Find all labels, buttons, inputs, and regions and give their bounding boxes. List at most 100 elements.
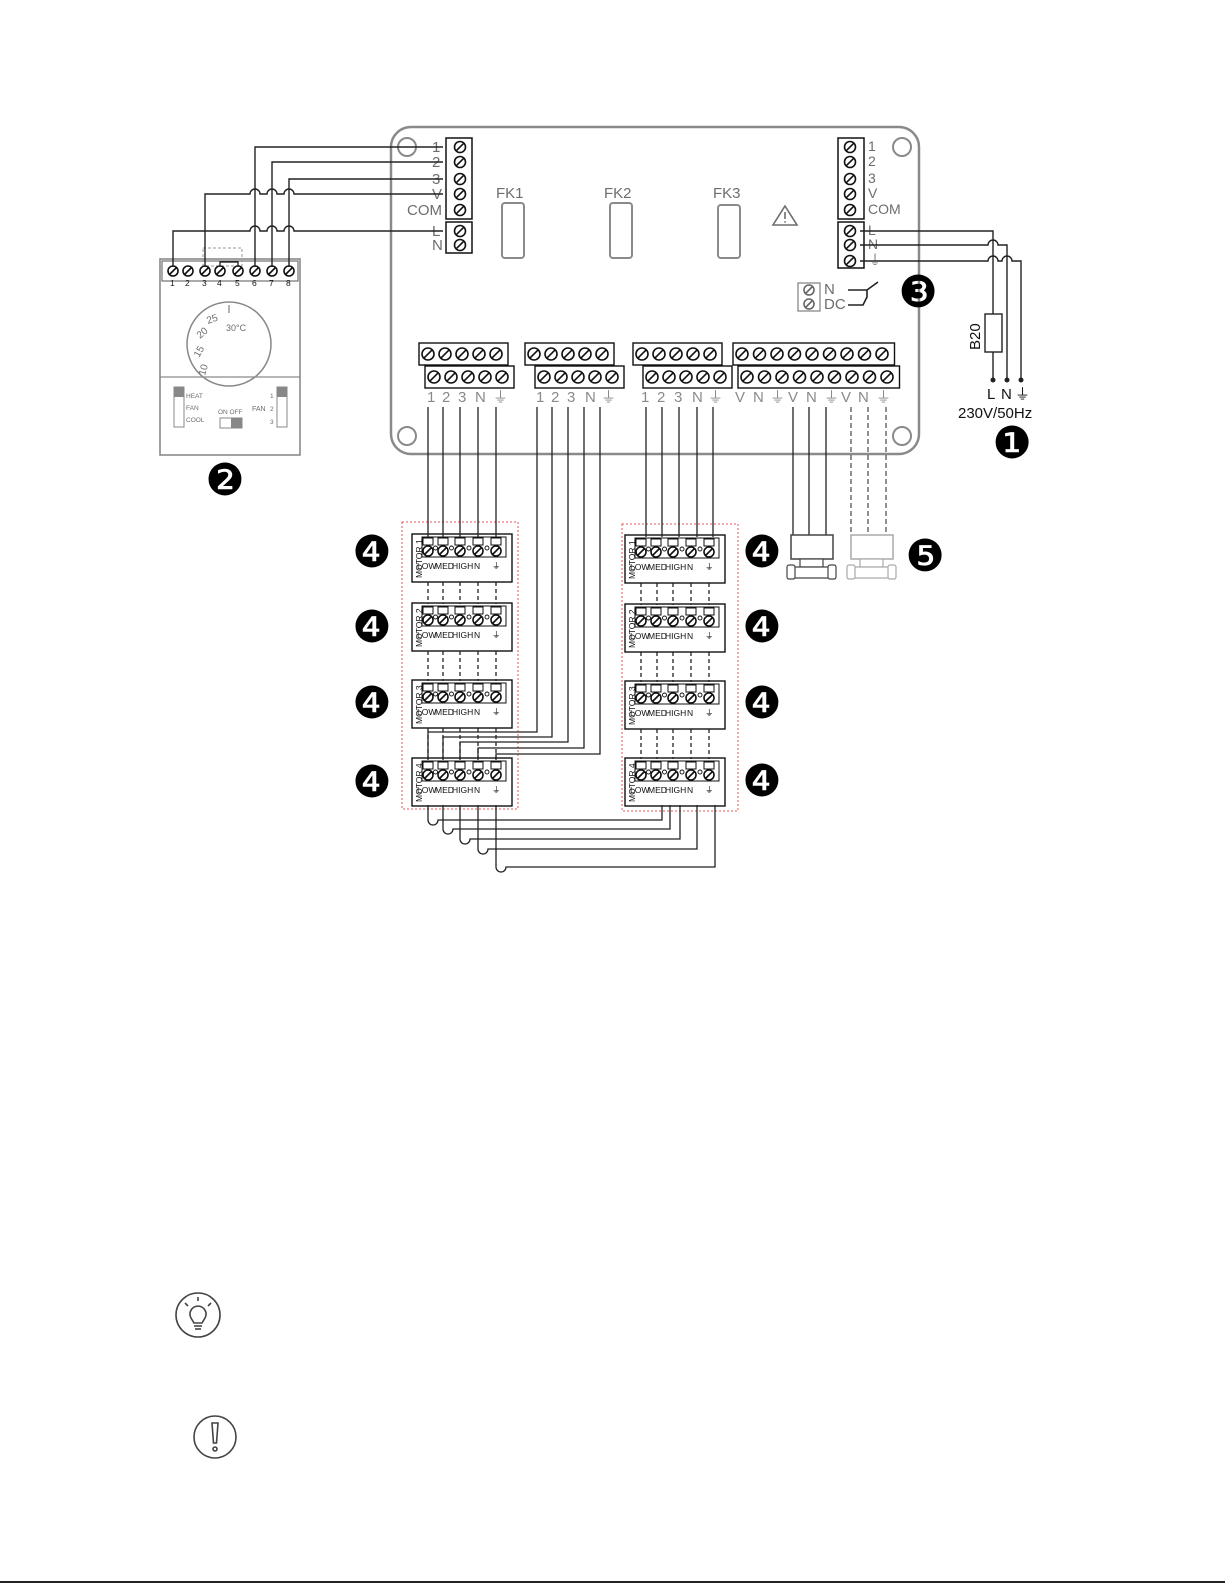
motor-terminal-label: LOW <box>630 562 649 572</box>
motor-link-dot <box>484 691 490 697</box>
relay-fk2-label: FK2 <box>604 185 632 202</box>
lightbulb-tip-icon <box>175 1292 221 1338</box>
thermostat-terminal-label: 8 <box>286 278 291 288</box>
left-terminal-screw <box>453 224 467 238</box>
motor-terminal-label: MED <box>648 562 667 572</box>
thermostat-jumper <box>219 261 239 266</box>
svg-text:2: 2 <box>270 406 274 413</box>
motor-link-dot <box>449 769 454 775</box>
bottom-terminal-label: ⏚ <box>708 389 723 406</box>
svg-text:20: 20 <box>195 325 211 341</box>
wire <box>427 805 663 826</box>
motor-terminal-strip <box>421 605 507 627</box>
motor-screw <box>454 614 466 626</box>
motor-terminal-label: ⏚ <box>492 785 501 795</box>
power-supply-label: 230V/50Hz <box>958 405 1032 422</box>
motor-screw <box>685 769 697 781</box>
motor-terminal-label: ⏚ <box>492 707 501 717</box>
motor-terminal-cap <box>454 683 466 692</box>
motor-terminal-cap <box>437 761 449 770</box>
motor-terminal-label: N <box>687 708 693 718</box>
motor-terminal-cap <box>490 683 502 692</box>
bottom-lower-screw <box>478 370 492 384</box>
motor-terminal-label: ⏚ <box>705 562 714 572</box>
motor-terminal-cap <box>650 684 662 693</box>
motor-terminal-cap <box>422 683 434 692</box>
motor-link-dot <box>449 691 454 697</box>
callout-power: ❶ <box>992 418 1031 469</box>
bottom-lower-screw <box>679 370 693 384</box>
relay-fk3: FK3 <box>713 185 741 259</box>
bottom-terminal-label: ⏚ <box>876 389 891 406</box>
motor-terminal-label: N <box>687 785 693 795</box>
dc-dc-label: DC <box>824 296 846 313</box>
motor-screw <box>703 615 715 627</box>
motor-link-dot <box>466 769 472 775</box>
svg-text:3: 3 <box>270 419 274 426</box>
motor-terminal-strip <box>421 760 507 782</box>
bottom-terminal-label: N <box>806 389 817 406</box>
svg-text:15: 15 <box>192 344 207 360</box>
bottom-terminal-label: ⏚ <box>824 389 839 406</box>
bottom-terminal-label: ⏚ <box>493 389 508 406</box>
motor-screw <box>650 546 662 558</box>
right-terminal-screw <box>843 140 857 154</box>
bottom-lower-screw <box>862 370 877 384</box>
bottom-lower-screw <box>461 370 475 384</box>
bottom-terminal-label: V <box>735 389 745 406</box>
motor-terminal-label: ⏚ <box>705 785 714 795</box>
bottom-upper-screw <box>857 347 872 361</box>
wire <box>495 805 716 873</box>
right-terminal-label-5: L <box>868 222 876 238</box>
callout-motor: ❹ <box>742 678 781 729</box>
motor-link-dot <box>662 769 667 775</box>
motor-terminal-strip <box>634 537 720 559</box>
motor-terminal-cap <box>650 538 662 547</box>
bottom-upper-screw <box>752 347 767 361</box>
thermostat-terminal-label: 1 <box>170 278 175 288</box>
bottom-terminal-label: ⏚ <box>601 389 616 406</box>
motor-terminal-label: N <box>687 631 693 641</box>
left-terminal-screw <box>453 203 467 217</box>
motor-screw <box>635 769 647 781</box>
motor-screw <box>472 545 484 557</box>
motor-terminal-label: N <box>474 561 480 571</box>
motor-terminal-label: LOW <box>417 785 436 795</box>
motor-terminal-label: MED <box>648 631 667 641</box>
motor-link-dot <box>697 769 703 775</box>
motor-terminal-cap <box>667 684 679 693</box>
motor-terminal-cap <box>635 761 647 770</box>
relay-fk1-label: FK1 <box>496 185 524 202</box>
bottom-upper-screw <box>787 347 802 361</box>
motor-screw <box>490 691 502 703</box>
motor-link-dot <box>433 691 438 697</box>
motor-screw <box>685 692 697 704</box>
motor-name-label: MOTOR 4 <box>627 763 637 802</box>
motor-terminal-cap <box>635 538 647 547</box>
motor-screw <box>472 691 484 703</box>
motor-screw <box>422 545 434 557</box>
motor-name-label: MOTOR 2 <box>414 608 424 647</box>
dc-n-label: N <box>824 281 835 298</box>
motor-terminal-cap <box>635 607 647 616</box>
bottom-upper-screw <box>635 347 649 361</box>
callout-motor: ❹ <box>742 602 781 653</box>
bottom-terminal-label: N <box>858 389 869 406</box>
svg-text:ON OFF: ON OFF <box>218 409 243 416</box>
motor-screw <box>667 546 679 558</box>
bottom-lower-screw <box>775 370 789 384</box>
motor-link-dot <box>679 692 685 698</box>
bottom-lower-screw <box>827 370 842 384</box>
callout-motor: ❹ <box>742 756 781 807</box>
breaker-label: B20 <box>967 323 984 350</box>
